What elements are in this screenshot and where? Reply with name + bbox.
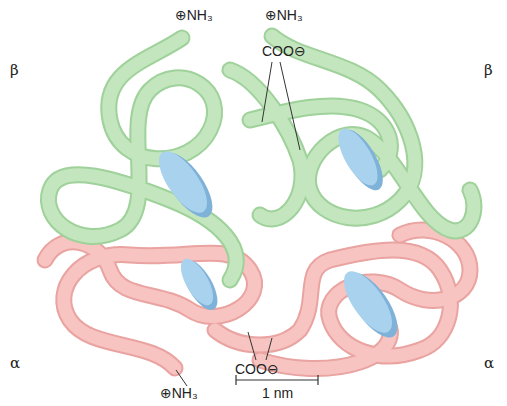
beta-chain (48, 36, 473, 280)
terminal-label: ⊕NH₃ (175, 8, 213, 23)
scale-label: 1 nm (262, 386, 293, 401)
alpha-chain (45, 230, 470, 369)
chain-label: α (10, 355, 20, 372)
chain-label: β (484, 62, 493, 79)
terminal-label: ⊕NH₃ (265, 8, 303, 23)
chain-label: β (10, 62, 19, 79)
chain-label: α (484, 355, 494, 372)
beta-chain-outline (48, 36, 473, 280)
terminal-label: ⊕NH₃ (160, 386, 198, 401)
terminal-label: COO⊖ (235, 362, 279, 377)
leader-lines (176, 62, 300, 386)
terminal-label: COO⊖ (262, 44, 306, 59)
alpha-chain-outline (45, 230, 470, 369)
heme-group (150, 123, 407, 346)
